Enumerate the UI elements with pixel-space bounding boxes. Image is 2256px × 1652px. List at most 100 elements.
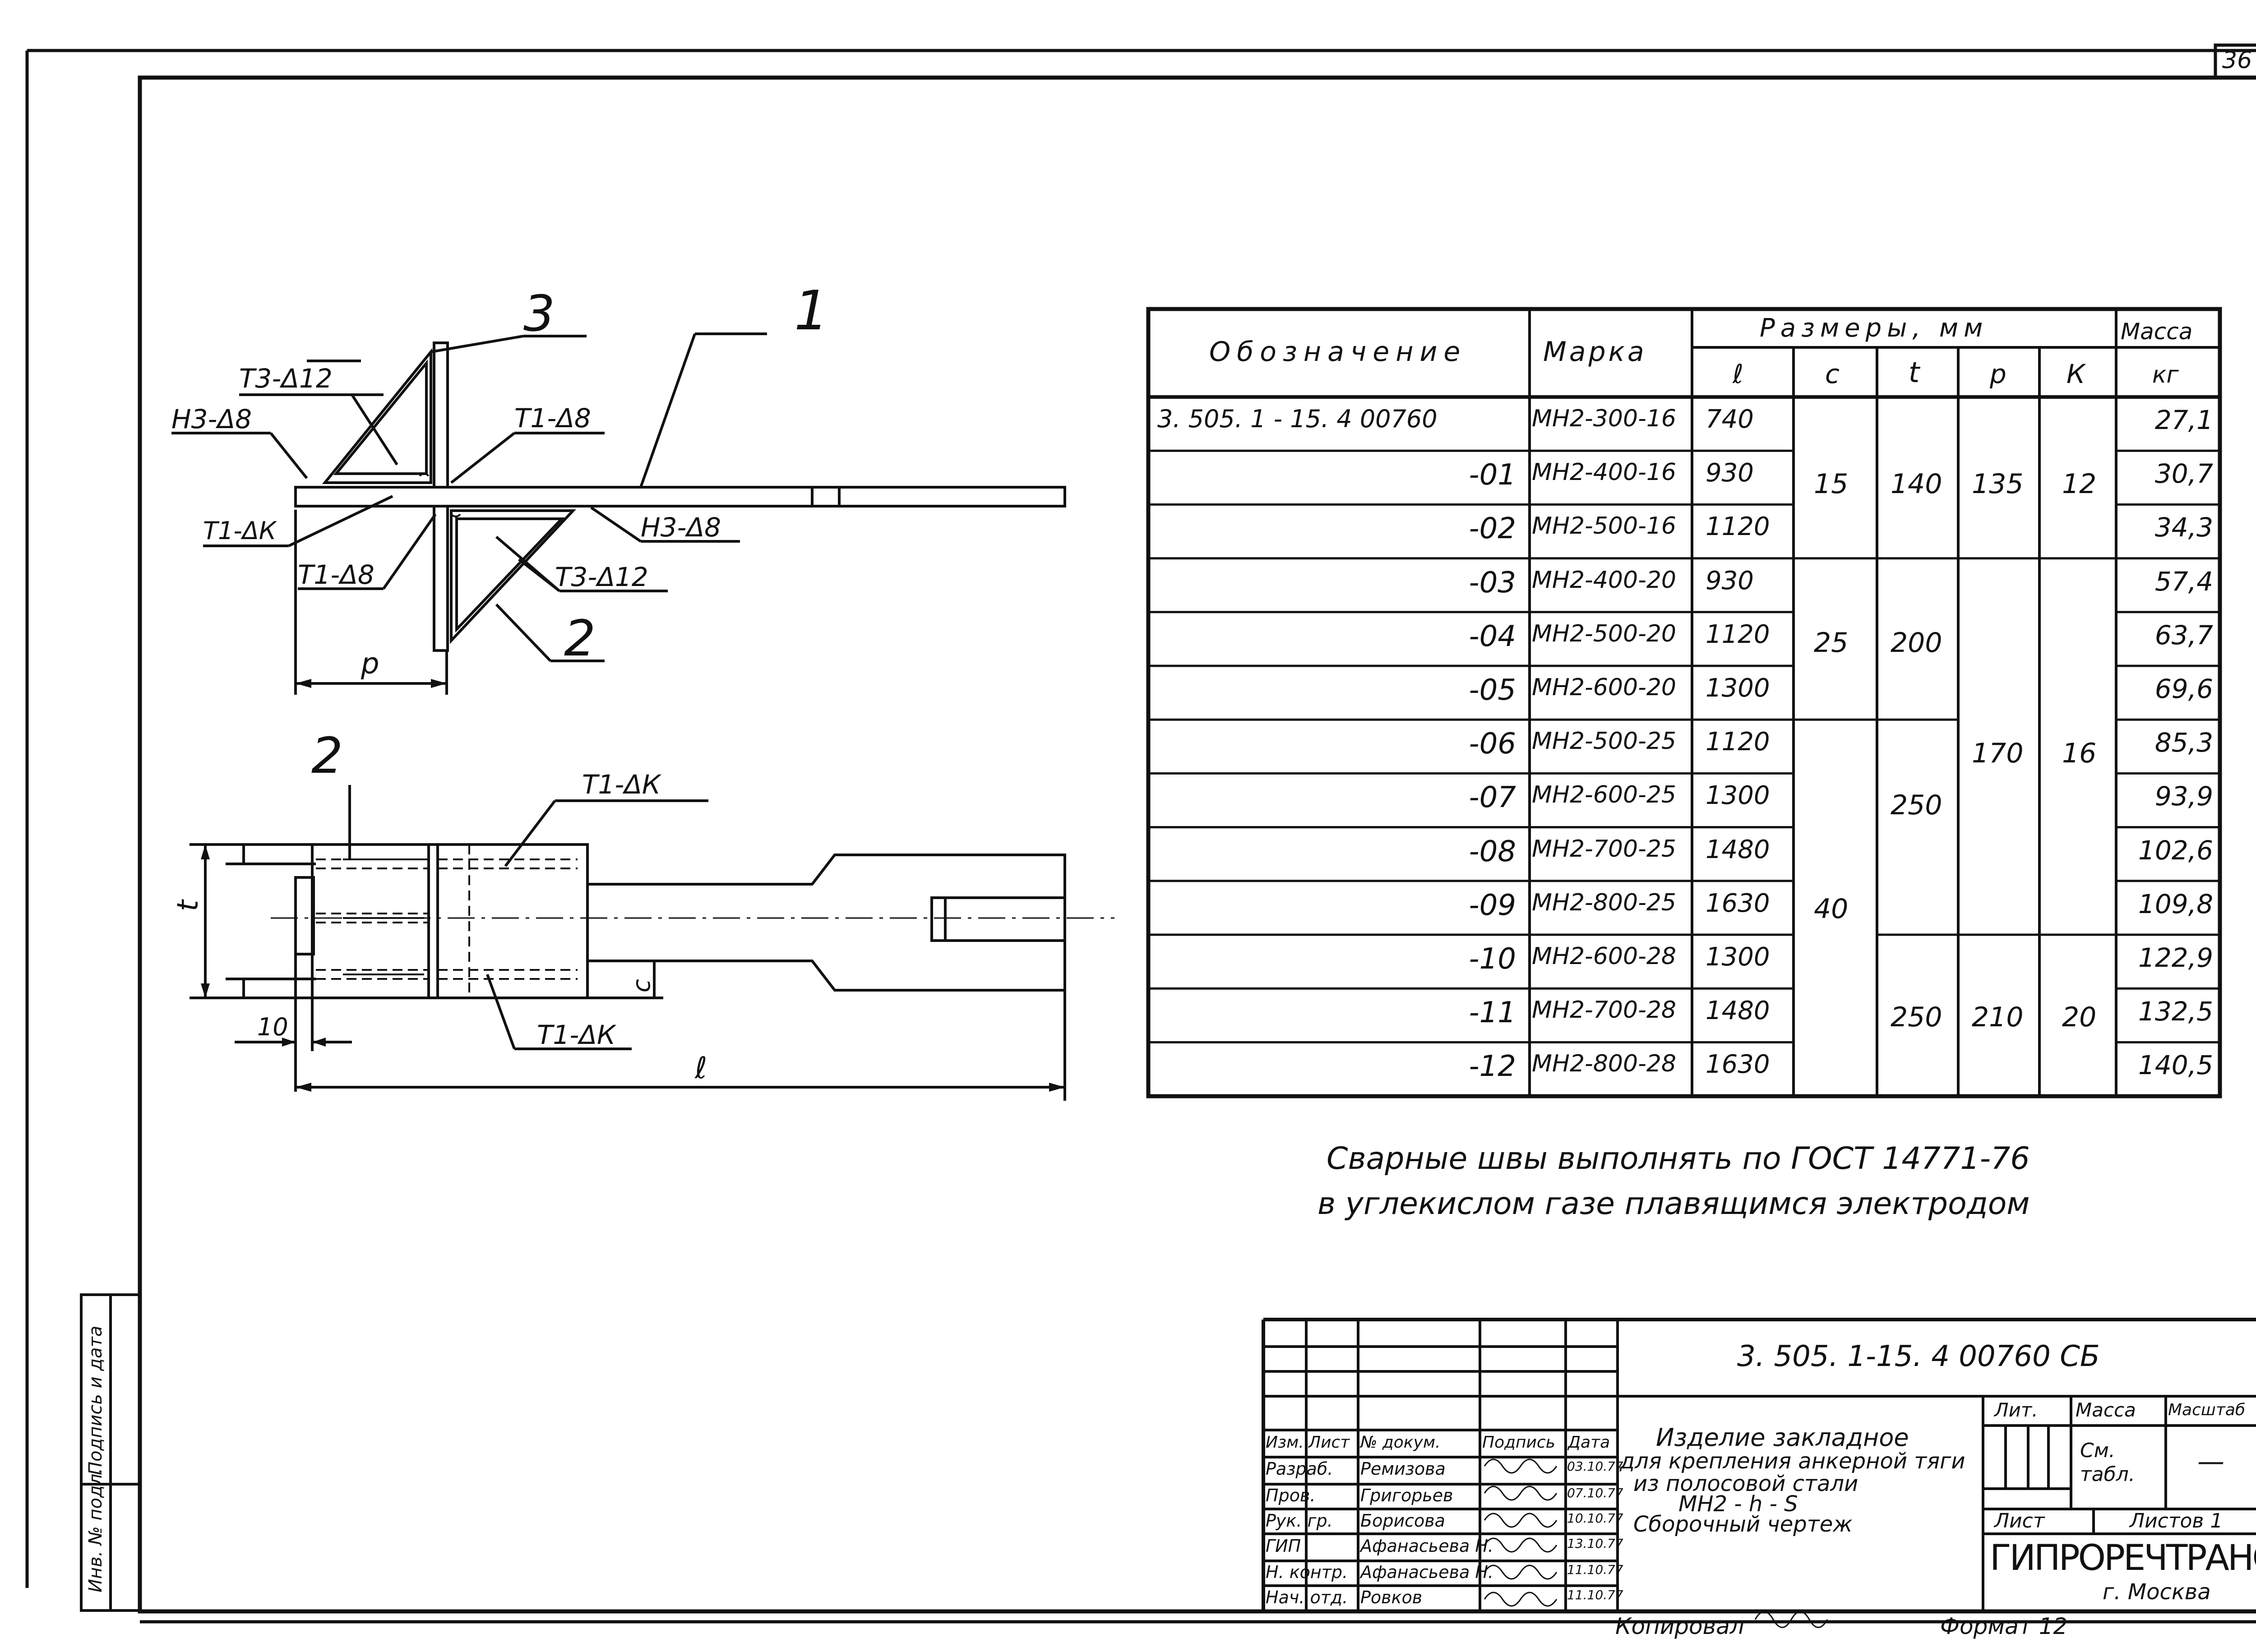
- row-l: 930: [1706, 566, 1754, 595]
- weld-label-t1-8-bottom: Т1-Δ8: [298, 559, 374, 590]
- row-l: 1480: [1706, 996, 1770, 1026]
- sheets-label: Листов 1: [2130, 1509, 2223, 1532]
- row-mass: 140,5: [2138, 1050, 2213, 1081]
- row-designation: -03: [1469, 566, 1516, 600]
- signatures: [1484, 1458, 1828, 1628]
- format-label: Формат 12: [1940, 1613, 2068, 1639]
- merged-k-1: 12: [2062, 468, 2097, 500]
- row-mass: 34,3: [2154, 512, 2213, 543]
- scale-value: —: [2197, 1446, 2224, 1477]
- th-t: t: [1909, 356, 1920, 389]
- tb-name: Ремизова: [1360, 1459, 1446, 1479]
- merged-k-3: 20: [2062, 1001, 2097, 1033]
- row-designation: -02: [1469, 512, 1516, 546]
- scale-label: Масштаб: [2168, 1401, 2246, 1419]
- title-line-2: для крепления анкерной тяги: [1620, 1449, 1965, 1474]
- mass-label: Масса: [2076, 1399, 2136, 1421]
- row-l: 1300: [1706, 781, 1770, 811]
- row-mark: МН2-400-20: [1532, 566, 1676, 594]
- org-name: ГИПРОРЕЧТРАНС: [1990, 1538, 2256, 1578]
- tb-role: Нач. отд.: [1266, 1587, 1348, 1607]
- row-l: 1630: [1706, 1050, 1770, 1080]
- col-date: Дата: [1568, 1433, 1610, 1452]
- th-designation: Обозначение: [1209, 336, 1467, 368]
- tb-name: Афанасьева Н.: [1360, 1536, 1493, 1556]
- row-l: 1120: [1706, 512, 1770, 542]
- row-mark: МН2-500-16: [1532, 512, 1676, 540]
- tb-name: Григорьев: [1360, 1486, 1453, 1505]
- side-stamp-grid: [80, 1293, 141, 1612]
- row-designation: -08: [1469, 835, 1516, 868]
- row-mass: 93,9: [2154, 781, 2213, 812]
- weld-label-n3-8-left: Н3-Δ8: [171, 404, 252, 434]
- title-block-grid: [1262, 1318, 2256, 1611]
- merged-p-2: 170: [1972, 738, 2024, 769]
- callout-part3: 3: [523, 285, 555, 342]
- row-designation: -01: [1469, 458, 1516, 492]
- tb-date: 10.10.77: [1567, 1511, 1623, 1526]
- row-designation: -07: [1469, 781, 1516, 815]
- row-mark: МН2-800-25: [1532, 889, 1676, 916]
- tb-role: Рук. гр.: [1266, 1511, 1333, 1531]
- note-line-1: Сварные швы выполнять по ГОСТ 14771-76: [1327, 1141, 2030, 1177]
- row-l: 1630: [1706, 888, 1770, 918]
- th-mark: Марка: [1543, 336, 1647, 368]
- row-designation: -04: [1469, 619, 1516, 653]
- tb-role: Разраб.: [1266, 1459, 1333, 1479]
- row-mark: МН2-600-20: [1532, 674, 1676, 701]
- row-designation: -10: [1469, 942, 1516, 976]
- merged-t-1: 140: [1891, 468, 1942, 500]
- dim-c: c: [627, 979, 656, 992]
- row-mass: 30,7: [2154, 458, 2213, 489]
- row-mark: МН2-700-25: [1532, 835, 1676, 863]
- title-line-4: МН2 - h - S: [1678, 1491, 1798, 1517]
- title-line-5: Сборочный чертеж: [1633, 1512, 1853, 1537]
- row-l: 1480: [1706, 835, 1770, 864]
- row-designation: 3. 505. 1 - 15. 4 00760: [1157, 405, 1438, 433]
- tb-date: 13.10.77: [1567, 1536, 1623, 1551]
- title-line-1: Изделие закладное: [1656, 1423, 1909, 1452]
- merged-c-3: 40: [1814, 893, 1849, 925]
- spec-table-rows: [1148, 449, 2220, 1043]
- row-mark: МН2-400-16: [1532, 459, 1676, 486]
- callout-part1: 1: [794, 280, 829, 342]
- th-k: К: [2066, 359, 2085, 389]
- callout-part2-plan: 2: [311, 727, 343, 784]
- th-dimensions: Размеры, мм: [1760, 314, 1988, 343]
- row-l: 1300: [1706, 674, 1770, 703]
- dim-l: ℓ: [695, 1051, 707, 1085]
- mass-value: См. табл.: [2080, 1439, 2135, 1486]
- row-mass: 109,8: [2138, 888, 2213, 919]
- merged-t-4: 250: [1891, 1001, 1942, 1033]
- tb-name: Ровков: [1360, 1587, 1423, 1607]
- row-mark: МН2-700-28: [1532, 997, 1676, 1024]
- weld-label-t3-12-bottom: Т3-Δ12: [555, 562, 648, 592]
- merged-p-3: 210: [1972, 1001, 2024, 1033]
- merged-t-2: 200: [1891, 627, 1942, 659]
- row-mass: 57,4: [2154, 566, 2213, 597]
- side-sign-label: Подпись и дата: [85, 1325, 106, 1475]
- row-mass: 122,9: [2138, 942, 2213, 973]
- title-line-3: из полосовой стали: [1633, 1471, 1858, 1496]
- tb-date: 03.10.77: [1567, 1459, 1623, 1474]
- row-mass: 102,6: [2138, 835, 2213, 866]
- row-l: 1120: [1706, 727, 1770, 757]
- plan-view: [190, 785, 1114, 1101]
- merged-t-3: 250: [1891, 789, 1942, 821]
- page-number: 36: [2222, 47, 2252, 74]
- row-mark: МН2-300-16: [1532, 405, 1676, 432]
- row-designation: -09: [1469, 888, 1516, 922]
- th-kg: кг: [2152, 361, 2179, 388]
- row-mass: 63,7: [2154, 619, 2213, 651]
- weld-label-t1-k-plan-bottom: Т1-ΔК: [537, 1020, 616, 1050]
- tb-role: Пров.: [1266, 1486, 1316, 1505]
- doc-number: 3. 505. 1-15. 4 00760 СБ: [1737, 1340, 2100, 1373]
- dim-p: p: [361, 647, 379, 681]
- merged-k-2: 16: [2062, 738, 2097, 769]
- row-mass: 69,6: [2154, 674, 2213, 704]
- col-list: Лист: [1308, 1433, 1350, 1452]
- row-l: 1300: [1706, 942, 1770, 972]
- weld-label-t1-k-plan-top: Т1-ΔК: [582, 769, 661, 800]
- spec-table-grid: [1146, 307, 2222, 1098]
- tb-name: Афанасьева Н.: [1360, 1562, 1493, 1582]
